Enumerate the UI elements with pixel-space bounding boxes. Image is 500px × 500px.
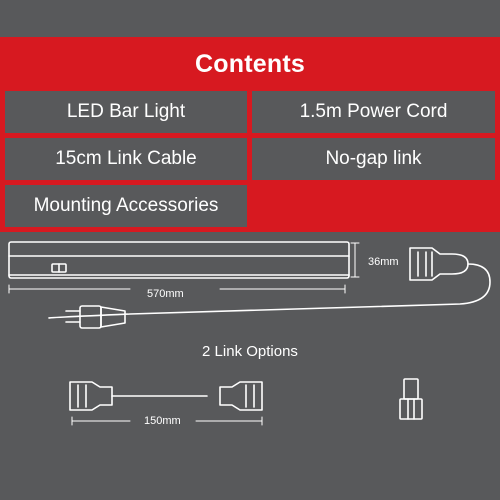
bar-height-label: 36mm [368,256,399,268]
link-cable-dimension [71,416,263,426]
length-dimension [8,284,346,294]
height-dimension [350,242,360,278]
content-item-no-gap-link: No-gap link [252,138,495,180]
led-bar-illustration [8,241,350,279]
link-options-title: 2 Link Options [202,343,298,360]
power-cord-connector-icon [409,247,469,281]
link-cable-length-label: 150mm [144,415,181,427]
link-cable-icon [69,381,263,411]
content-item-power-cord: 1.5m Power Cord [252,91,495,133]
content-item-link-cable: 15cm Link Cable [5,138,247,180]
content-item-mounting-accessories: Mounting Accessories [5,185,247,227]
content-item-led-bar-light: LED Bar Light [5,91,247,133]
power-cord-icon [48,263,491,319]
contents-title: Contents [195,49,305,78]
power-plug-icon [65,305,126,329]
bar-length-label: 570mm [147,288,184,300]
no-gap-link-icon [399,378,423,420]
